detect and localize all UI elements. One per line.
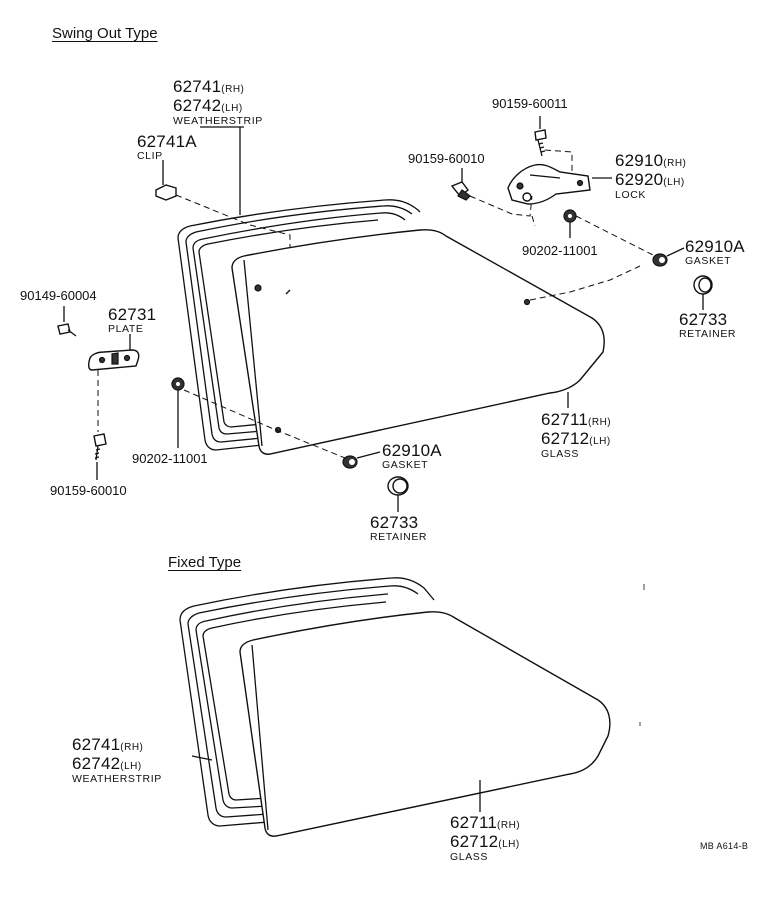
label-retainer-right: 62733 RETAINER bbox=[679, 310, 737, 340]
swing-weatherstrip bbox=[177, 199, 421, 451]
label-bolt-left-top: 90159-60010 bbox=[408, 151, 485, 166]
gasket-bottom bbox=[342, 455, 358, 469]
lock-part bbox=[507, 163, 591, 205]
bolt-left-top bbox=[450, 181, 471, 201]
figure-code: MB A614-B bbox=[700, 841, 749, 851]
label-retainer-bottom: 62733 RETAINER bbox=[370, 513, 428, 543]
swing-glass bbox=[231, 229, 605, 455]
section-title-swing-out: Swing Out Type bbox=[52, 25, 158, 42]
label-clip: 62741A CLIP bbox=[137, 132, 197, 162]
label-nut-right: 90202-11001 bbox=[522, 243, 598, 258]
label-gasket-bottom: 62910A GASKET bbox=[382, 441, 442, 471]
label-gasket-right: 62910A GASKET bbox=[685, 237, 745, 267]
label-fixed-glass: 62711(RH) 62712(LH) GLASS bbox=[450, 813, 521, 863]
screw-left bbox=[57, 323, 77, 337]
label-swing-weatherstrip: 62741(RH) 62742(LH) WEATHERSTRIP bbox=[173, 77, 263, 127]
label-plate: 62731 PLATE bbox=[108, 305, 157, 335]
plate-part bbox=[87, 349, 140, 371]
clip-part bbox=[155, 160, 177, 201]
fixed-glass bbox=[239, 611, 611, 837]
label-bolt-bottom-left: 90159-60010 bbox=[50, 483, 127, 498]
label-swing-glass: 62711(RH) 62712(LH) GLASS bbox=[541, 410, 612, 460]
bolt-bottom-left bbox=[93, 433, 107, 461]
fixed-weatherstrip bbox=[179, 577, 435, 827]
section-title-fixed: Fixed Type bbox=[168, 554, 242, 571]
label-lock: 62910(RH) 62920(LH) LOCK bbox=[615, 151, 687, 201]
label-screw-left: 90149-60004 bbox=[20, 288, 97, 303]
label-nut-bottom: 90202-11001 bbox=[132, 451, 208, 466]
retainer-right bbox=[693, 275, 713, 295]
gasket-right bbox=[652, 253, 668, 267]
retainer-bottom bbox=[387, 476, 409, 496]
bolt-top bbox=[534, 129, 547, 157]
label-fixed-weatherstrip: 62741(RH) 62742(LH) WEATHERSTRIP bbox=[72, 735, 162, 785]
label-bolt-top: 90159-60011 bbox=[492, 96, 568, 111]
